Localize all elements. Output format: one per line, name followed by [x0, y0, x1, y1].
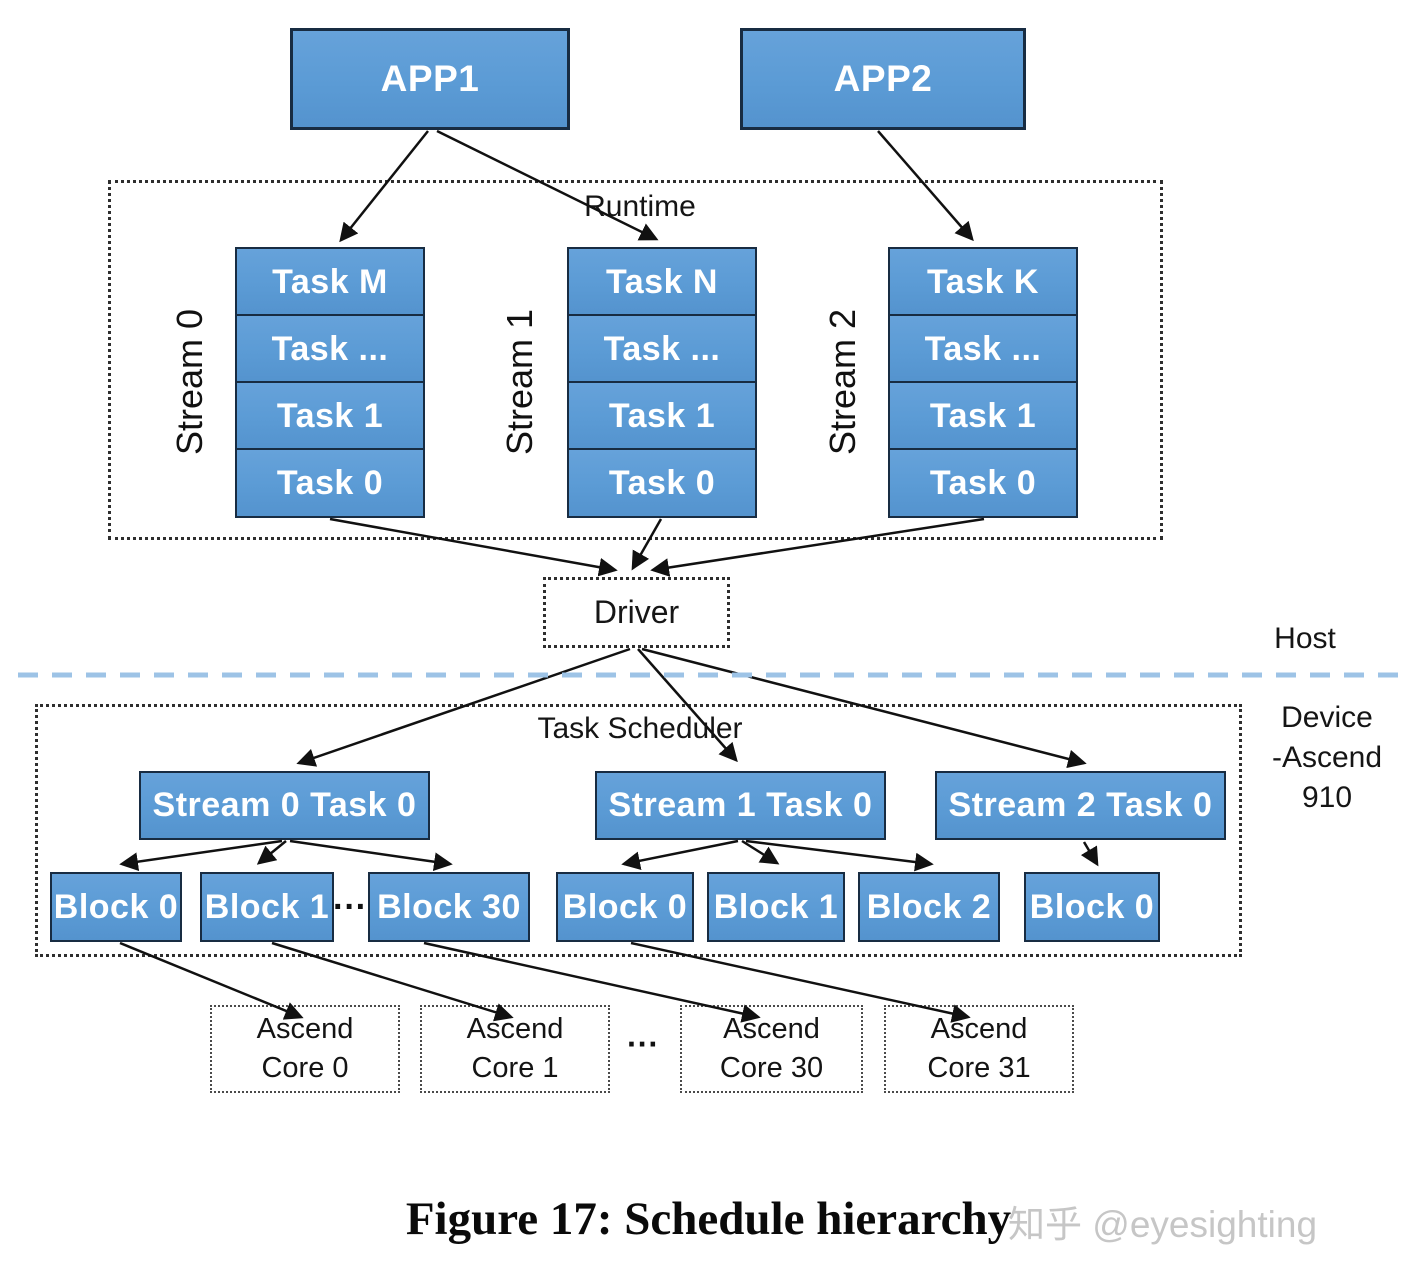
driver-box: Driver [543, 577, 730, 648]
core-line1: Ascend [256, 1013, 354, 1045]
core-line2: Core 30 [719, 1052, 824, 1084]
sched-task-label: Stream 0 Task 0 [152, 786, 417, 824]
stream2-label: Stream 2 [822, 308, 863, 456]
block-label: Block 1 [204, 887, 330, 926]
stream0-task-m: Task M [235, 247, 425, 317]
task-label: Task 0 [276, 463, 384, 502]
driver-label: Driver [593, 594, 680, 630]
stream1-task-1: Task 1 [567, 381, 757, 451]
block-label: Block 30 [377, 887, 521, 926]
task-label: Task 1 [608, 396, 716, 435]
ascend-core-0: Ascend Core 0 [210, 1005, 400, 1093]
core-line2: Core 0 [261, 1052, 349, 1084]
runtime-label: Runtime [584, 190, 696, 223]
s0-block30: Block 30 [368, 872, 530, 942]
host-label: Host [1274, 622, 1336, 655]
task-label: Task 1 [276, 396, 384, 435]
block-label: Block 0 [562, 887, 688, 926]
stream1-task-dots: Task ... [567, 314, 757, 384]
core-line1: Ascend [466, 1013, 564, 1045]
sched-stream1-task0: Stream 1 Task 0 [595, 771, 886, 840]
block-label: Block 2 [866, 887, 992, 926]
app2-box: APP2 [740, 28, 1026, 130]
stream0-task-0: Task 0 [235, 448, 425, 518]
blocks-ellipsis: ··· [333, 888, 367, 926]
stream1-task-n: Task N [567, 247, 757, 317]
s1-block0: Block 0 [556, 872, 694, 942]
ascend-core-30: Ascend Core 30 [680, 1005, 863, 1093]
s0-block1: Block 1 [200, 872, 334, 942]
app1-box: APP1 [290, 28, 570, 130]
core-line2: Core 1 [471, 1052, 559, 1084]
sched-task-label: Stream 2 Task 0 [948, 786, 1213, 824]
s1-block1: Block 1 [707, 872, 845, 942]
task-label: Task ... [603, 329, 721, 368]
sched-task-label: Stream 1 Task 0 [608, 786, 873, 824]
device-label-line2: -Ascend [1271, 741, 1383, 774]
ascend-core-1: Ascend Core 1 [420, 1005, 610, 1093]
task-label: Task ... [924, 329, 1042, 368]
stream1-task-0: Task 0 [567, 448, 757, 518]
stream1-label: Stream 1 [499, 308, 540, 456]
app2-label: APP2 [833, 58, 933, 99]
stream2-task-1: Task 1 [888, 381, 1078, 451]
task-label: Task 1 [929, 396, 1037, 435]
core-line2: Core 31 [927, 1052, 1031, 1084]
task-label: Task ... [271, 329, 389, 368]
stream0-label: Stream 0 [169, 308, 210, 456]
s0-block0: Block 0 [50, 872, 182, 942]
figure-caption: Figure 17: Schedule hierarchy [405, 1193, 1012, 1245]
block-label: Block 0 [1029, 887, 1155, 926]
core-line1: Ascend [723, 1013, 820, 1045]
watermark: 知乎 @eyesighting [1008, 1204, 1318, 1245]
device-label-line3: 910 [1301, 781, 1353, 814]
sched-stream0-task0: Stream 0 Task 0 [139, 771, 430, 840]
block-label: Block 0 [53, 887, 179, 926]
s1-block2: Block 2 [858, 872, 1000, 942]
device-label: Device -Ascend 910 [1252, 698, 1402, 818]
task-label: Task 0 [929, 463, 1037, 502]
task-label: Task M [272, 262, 388, 301]
sched-stream2-task0: Stream 2 Task 0 [935, 771, 1226, 840]
core-line1: Ascend [930, 1013, 1028, 1045]
stream2-task-0: Task 0 [888, 448, 1078, 518]
s2-block0: Block 0 [1024, 872, 1160, 942]
app1-label: APP1 [380, 58, 480, 99]
task-label: Task N [606, 262, 718, 301]
ascend-core-31: Ascend Core 31 [884, 1005, 1074, 1093]
task-label: Task 0 [608, 463, 716, 502]
task-label: Task K [927, 262, 1039, 301]
block-label: Block 1 [713, 887, 839, 926]
stream0-task-dots: Task ... [235, 314, 425, 384]
task-scheduler-label: Task Scheduler [537, 712, 743, 745]
stream2-task-k: Task K [888, 247, 1078, 317]
stream0-task-1: Task 1 [235, 381, 425, 451]
stream2-task-dots: Task ... [888, 314, 1078, 384]
device-label-line1: Device [1281, 701, 1373, 734]
cores-ellipsis: ··· [627, 1026, 659, 1062]
